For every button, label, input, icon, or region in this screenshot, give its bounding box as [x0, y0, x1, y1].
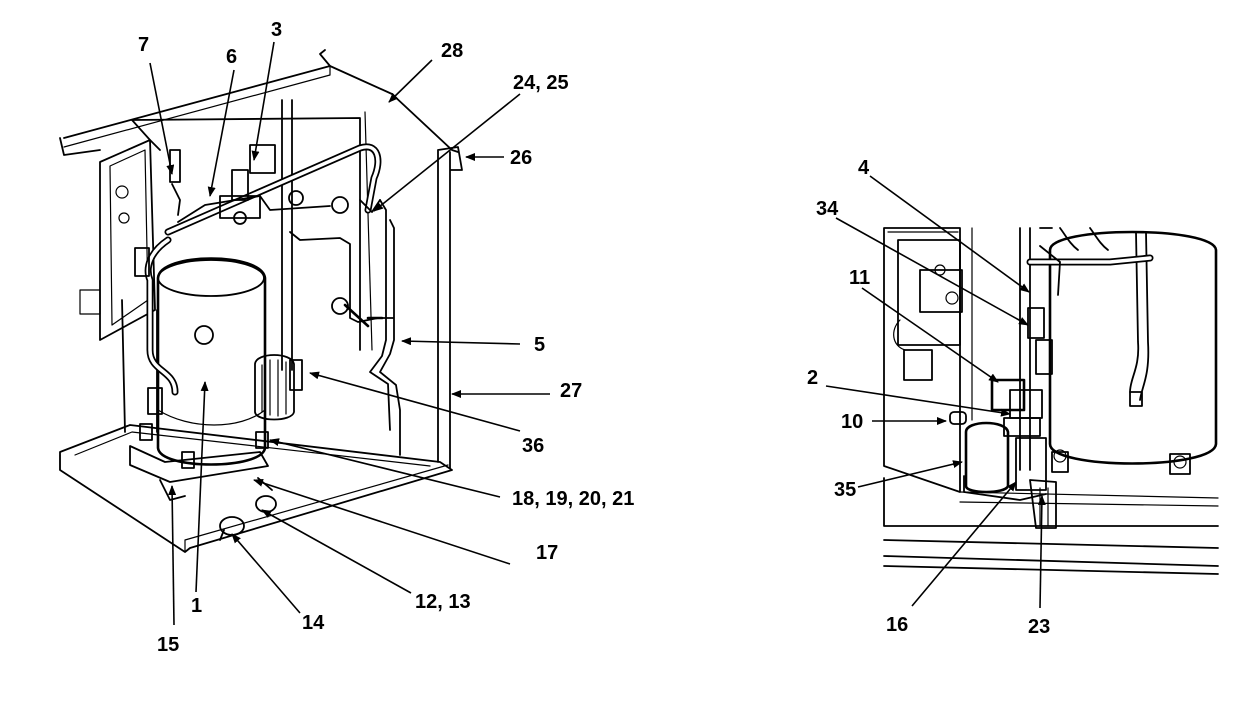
callout-35: 35 — [834, 479, 856, 501]
leader-17 — [253, 479, 511, 565]
callout-6: 6 — [226, 46, 237, 68]
leader-35 — [857, 460, 963, 488]
leader-1 — [195, 381, 209, 593]
callout-26: 26 — [510, 147, 532, 169]
leader-14 — [231, 533, 301, 614]
callout-2: 2 — [807, 367, 818, 389]
leader-lines — [149, 41, 1046, 626]
callout-10: 10 — [841, 411, 863, 433]
callout-16: 16 — [886, 614, 908, 636]
right-detail-illustration — [883, 227, 1219, 575]
callout-5: 5 — [534, 334, 545, 356]
leader-2 — [825, 385, 1011, 417]
callout-27: 27 — [560, 380, 582, 402]
leader-34 — [835, 217, 1029, 326]
callout-17: 17 — [536, 542, 558, 564]
leader-7 — [149, 62, 175, 175]
leader-28 — [388, 59, 433, 103]
callout-14: 14 — [302, 612, 325, 634]
leader-36 — [309, 371, 521, 432]
leader-5 — [401, 337, 521, 346]
leader-6 — [207, 69, 235, 197]
leader-16 — [911, 481, 1017, 607]
left-assembly-illustration — [59, 49, 463, 553]
leader-18-21 — [269, 438, 501, 498]
leader-12-13 — [261, 509, 412, 594]
callout-18-19-20-21: 18, 19, 20, 21 — [512, 488, 634, 510]
callout-24-25: 24, 25 — [513, 72, 569, 94]
callout-4: 4 — [858, 157, 870, 179]
callout-36: 36 — [522, 435, 544, 457]
leader-11 — [861, 287, 999, 383]
callout-labels: 7 6 3 28 24, 25 26 5 27 36 18, 19, 20, 2… — [138, 19, 1050, 656]
callout-23: 23 — [1028, 616, 1050, 638]
leader-15 — [168, 485, 177, 626]
leader-24-25 — [373, 93, 521, 212]
leader-23 — [1037, 495, 1046, 609]
callout-3: 3 — [271, 19, 282, 41]
callout-12-13: 12, 13 — [415, 591, 471, 613]
callout-15: 15 — [157, 634, 179, 656]
callout-28: 28 — [441, 40, 463, 62]
leader-4 — [869, 175, 1030, 293]
callout-1: 1 — [191, 595, 202, 617]
callout-7: 7 — [138, 34, 149, 56]
leader-3 — [251, 41, 275, 161]
callout-11: 11 — [849, 267, 870, 289]
callout-34: 34 — [816, 198, 839, 220]
